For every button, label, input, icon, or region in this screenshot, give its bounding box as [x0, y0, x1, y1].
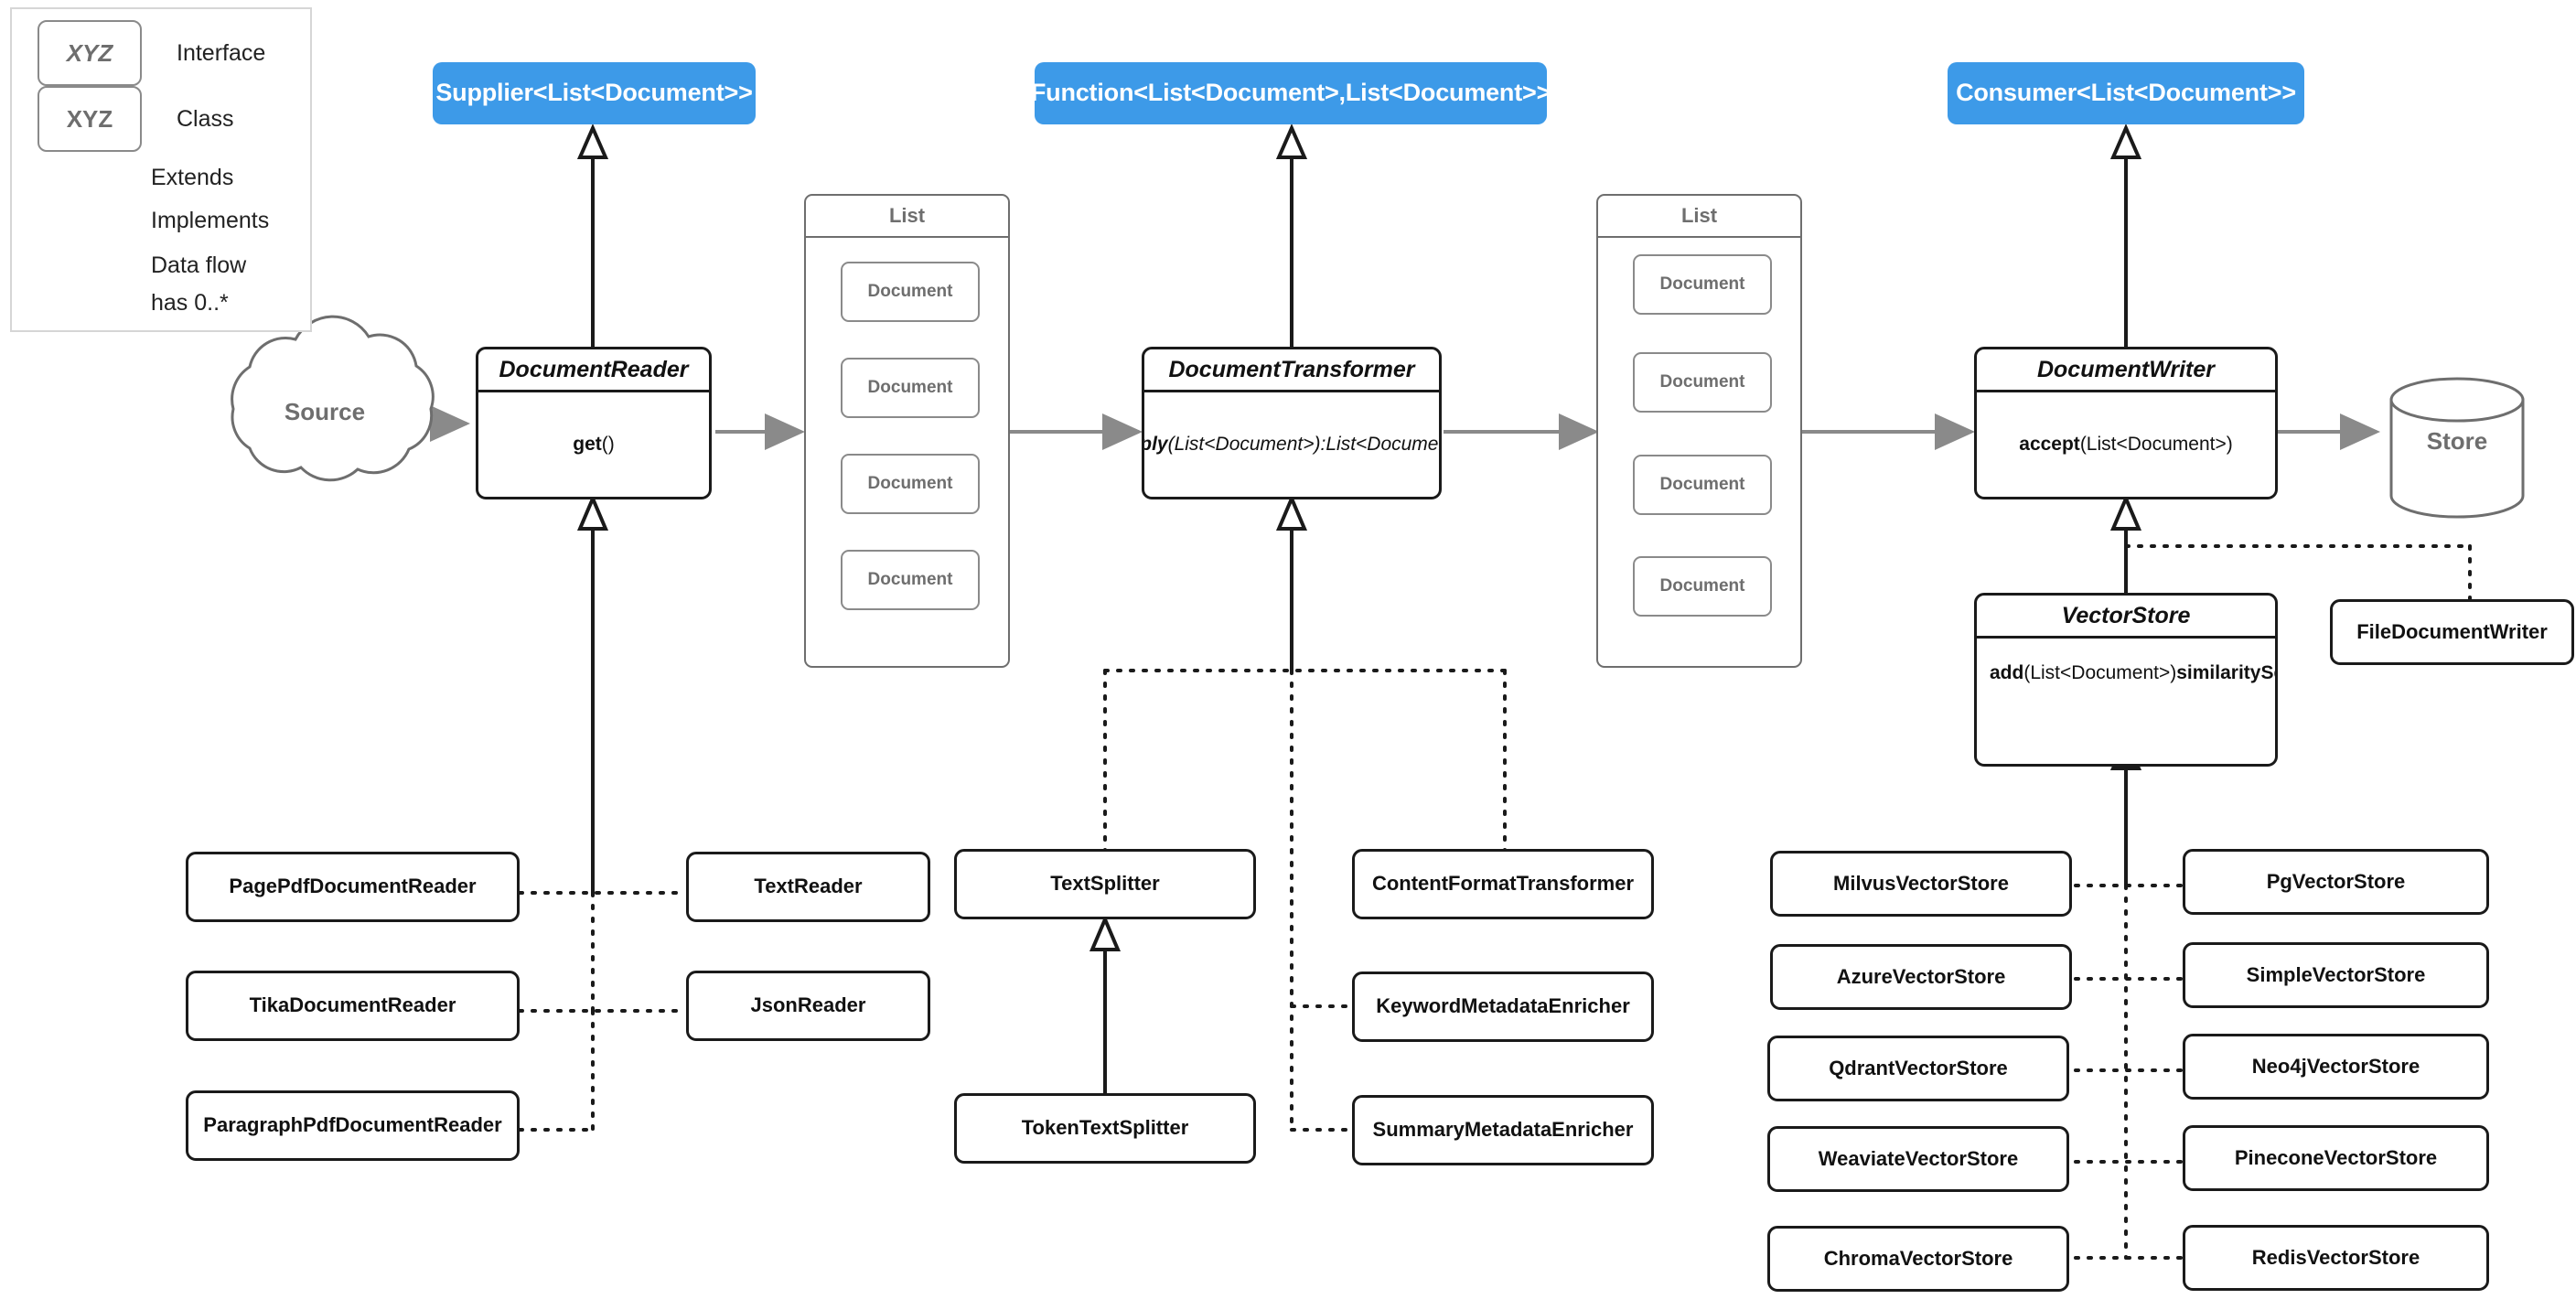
class-content-format-transformer[interactable]: ContentFormatTransformer — [1352, 849, 1654, 919]
legend-label-dataflow: Data flow — [151, 252, 247, 278]
class-keyword-metadata-enricher[interactable]: KeywordMetadataEnricher — [1352, 972, 1654, 1042]
legend-item-class: XYZ Class — [38, 86, 234, 152]
interface-supplier-label: Supplier<List<Document>> — [435, 79, 753, 107]
source-label: Source — [284, 397, 366, 425]
legend-item-extends: Extends — [151, 165, 233, 191]
list-right-body: Document Document Document Document — [1598, 238, 1800, 666]
class-milvus-vector-store[interactable]: MilvusVectorStore — [1770, 851, 2072, 917]
legend-label-interface: Interface — [177, 39, 266, 66]
class-text-reader[interactable]: TextReader — [686, 852, 930, 922]
class-label: TextSplitter — [1050, 872, 1160, 896]
class-simple-vector-store[interactable]: SimpleVectorStore — [2183, 942, 2489, 1008]
list-left-title: List — [806, 196, 1008, 238]
class-label: SimpleVectorStore — [2246, 962, 2426, 986]
class-chip: XYZ — [38, 86, 142, 152]
class-label: SummaryMetadataEnricher — [1372, 1118, 1634, 1142]
class-redis-vector-store[interactable]: RedisVectorStore — [2183, 1225, 2489, 1291]
class-label: FileDocumentWriter — [2356, 619, 2548, 643]
class-weaviate-vector-store[interactable]: WeaviateVectorStore — [1767, 1126, 2069, 1192]
list-container-right: List Document Document Document Document — [1596, 194, 1802, 668]
list-right-title: List — [1598, 196, 1800, 238]
legend-item-interface: XYZ Interface — [38, 20, 265, 86]
uml-document-writer-title: DocumentWriter — [1977, 349, 2275, 392]
class-label: ContentFormatTransformer — [1371, 872, 1635, 896]
class-chroma-vector-store[interactable]: ChromaVectorStore — [1767, 1226, 2069, 1292]
class-label: PagePdfDocumentReader — [229, 875, 477, 898]
list-item: Document — [1633, 352, 1772, 413]
class-label: JsonReader — [750, 993, 866, 1017]
class-label: KeywordMetadataEnricher — [1376, 994, 1630, 1018]
class-label: TokenTextSplitter — [1021, 1116, 1189, 1140]
class-label: TikaDocumentReader — [249, 993, 456, 1017]
uml-document-reader[interactable]: DocumentReader get() — [476, 347, 712, 499]
class-label: Neo4jVectorStore — [2251, 1054, 2420, 1078]
uml-document-writer-body: accept(List<Document>) — [2019, 433, 2233, 455]
class-label: ChromaVectorStore — [1823, 1246, 2013, 1270]
class-pinecone-vector-store[interactable]: PineconeVectorStore — [2183, 1125, 2489, 1191]
interface-function[interactable]: Function<List<Document>,List<Document>> — [1031, 62, 1551, 124]
class-text-splitter[interactable]: TextSplitter — [954, 849, 1256, 919]
legend-panel: XYZ Interface XYZ Class Extends Implemen… — [10, 7, 312, 332]
interface-consumer-label: Consumer<List<Document>> — [1956, 79, 2296, 107]
interface-consumer[interactable]: Consumer<List<Document>> — [1948, 62, 2304, 124]
uml-document-transformer[interactable]: DocumentTransformer apply(List<Document>… — [1142, 347, 1442, 499]
class-label: PgVectorStore — [2266, 869, 2406, 893]
class-page-pdf-document-reader[interactable]: PagePdfDocumentReader — [186, 852, 520, 922]
uml-document-writer[interactable]: DocumentWriter accept(List<Document>) — [1974, 347, 2278, 499]
list-item: Document — [1633, 556, 1772, 617]
list-item: Document — [841, 454, 980, 514]
interface-supplier[interactable]: Supplier<List<Document>> — [433, 62, 756, 124]
class-azure-vector-store[interactable]: AzureVectorStore — [1770, 944, 2072, 1010]
uml-vector-store-title: VectorStore — [1977, 596, 2275, 639]
class-label: TextReader — [754, 875, 863, 898]
class-token-text-splitter[interactable]: TokenTextSplitter — [954, 1093, 1256, 1164]
class-paragraph-pdf-document-reader[interactable]: ParagraphPdfDocumentReader — [186, 1090, 520, 1161]
class-label: PineconeVectorStore — [2234, 1145, 2438, 1169]
class-file-document-writer[interactable]: FileDocumentWriter — [2330, 599, 2574, 665]
class-tika-document-reader[interactable]: TikaDocumentReader — [186, 971, 520, 1041]
interface-function-label: Function<List<Document>,List<Document>> — [1030, 79, 1551, 107]
legend-item-has: has 0..* — [151, 290, 229, 317]
interface-chip: XYZ — [38, 20, 142, 86]
list-left-body: Document Document Document Document — [806, 238, 1008, 666]
list-container-left: List Document Document Document Document — [804, 194, 1010, 668]
store-label: Store — [2426, 426, 2488, 455]
legend-label-extends: Extends — [151, 165, 234, 190]
list-item: Document — [841, 550, 980, 610]
class-summary-metadata-enricher[interactable]: SummaryMetadataEnricher — [1352, 1095, 1654, 1165]
class-label: ParagraphPdfDocumentReader — [203, 1113, 502, 1137]
class-neo4j-vector-store[interactable]: Neo4jVectorStore — [2183, 1034, 2489, 1100]
uml-document-reader-title: DocumentReader — [478, 349, 709, 392]
uml-document-transformer-body: apply(List<Document>):List<Document> — [1142, 433, 1439, 455]
legend-item-implements: Implements — [151, 208, 269, 234]
class-label: RedisVectorStore — [2251, 1245, 2420, 1269]
list-item: Document — [841, 358, 980, 418]
legend-label-implements: Implements — [151, 208, 270, 233]
class-label: AzureVectorStore — [1836, 964, 2006, 988]
class-json-reader[interactable]: JsonReader — [686, 971, 930, 1041]
class-label: QdrantVectorStore — [1829, 1056, 2008, 1079]
uml-document-transformer-title: DocumentTransformer — [1144, 349, 1439, 392]
class-qdrant-vector-store[interactable]: QdrantVectorStore — [1767, 1036, 2069, 1101]
uml-vector-store-body: add(List<Document>)similaritySearch(Sear… — [1990, 662, 2275, 683]
uml-vector-store[interactable]: VectorStore add(List<Document>)similarit… — [1974, 593, 2278, 767]
list-item: Document — [1633, 455, 1772, 515]
legend-item-dataflow: Data flow — [151, 252, 246, 279]
legend-label-has: has 0..* — [151, 290, 229, 316]
legend-label-class: Class — [177, 105, 234, 132]
class-label: WeaviateVectorStore — [1818, 1146, 2019, 1170]
class-label: MilvusVectorStore — [1833, 871, 2009, 895]
uml-document-reader-body: get() — [573, 433, 615, 455]
list-item: Document — [841, 262, 980, 322]
list-item: Document — [1633, 254, 1772, 315]
class-pg-vector-store[interactable]: PgVectorStore — [2183, 849, 2489, 915]
